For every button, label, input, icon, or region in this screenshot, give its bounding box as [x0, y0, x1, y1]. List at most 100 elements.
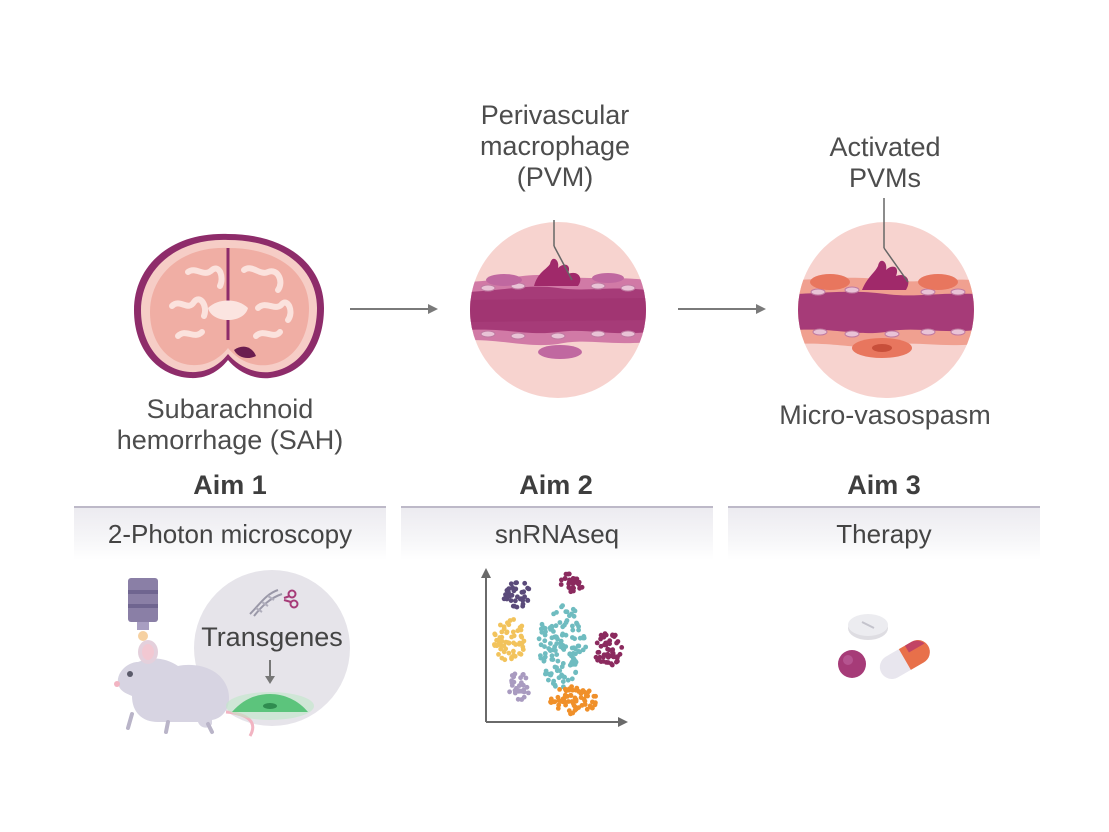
- cluster-dot: [559, 672, 564, 678]
- cluster-dot: [570, 585, 576, 590]
- cluster-dot: [605, 646, 610, 652]
- aim1-method: 2-Photon microscopy: [107, 519, 353, 549]
- cluster-dot: [608, 661, 614, 666]
- cluster-dot: [503, 646, 509, 652]
- cluster-dot: [552, 644, 558, 650]
- cluster-dot: [546, 677, 551, 683]
- pvm-label-line2: macrophage: [479, 131, 631, 161]
- cluster-dot: [523, 675, 529, 681]
- cluster-dot: [510, 629, 516, 635]
- cluster-dot: [536, 636, 542, 642]
- pvm-label-line3: (PVM): [516, 162, 594, 192]
- cluster-dot: [603, 632, 609, 638]
- cluster-dot: [570, 606, 576, 612]
- cluster-dot: [594, 640, 600, 646]
- cluster-dot: [525, 585, 530, 591]
- cluster-dot: [562, 576, 568, 581]
- cluster-dot: [559, 604, 564, 610]
- cluster-dot: [521, 589, 527, 595]
- cluster-dot: [570, 687, 575, 693]
- cluster-dot: [598, 632, 604, 638]
- pills-icon: [838, 614, 930, 679]
- cluster-dot: [512, 653, 518, 659]
- activated-pvms-label: Activated PVMs: [780, 132, 990, 194]
- cluster-dot: [583, 644, 589, 650]
- cluster-dot: [496, 652, 501, 657]
- cluster-dot: [573, 706, 579, 712]
- cluster-dot: [508, 581, 514, 587]
- cluster-dot: [590, 699, 595, 705]
- cluster-dot: [526, 690, 531, 696]
- cluster-dot: [509, 634, 514, 640]
- cluster-dot: [498, 622, 503, 628]
- cluster-dot: [573, 669, 579, 675]
- cluster-dot: [548, 641, 553, 646]
- brain-section-icon: [134, 233, 324, 379]
- cluster-dot: [570, 623, 575, 629]
- cluster-dot: [605, 640, 610, 646]
- cluster-dot: [512, 603, 517, 609]
- cluster-dot: [565, 677, 571, 683]
- sah-label: Subarachnoid hemorrhage (SAH): [90, 394, 370, 456]
- cluster-dot: [511, 679, 517, 685]
- cluster-dot: [559, 577, 564, 583]
- cluster-dot: [542, 654, 548, 660]
- cluster-dot: [541, 658, 547, 664]
- cluster-dot: [577, 585, 582, 591]
- cluster-dot: [492, 642, 497, 647]
- cluster-dot: [569, 676, 575, 682]
- cluster-dot: [578, 695, 584, 700]
- cluster-dot: [509, 592, 515, 598]
- cluster-dot: [585, 690, 591, 695]
- cluster-dot: [558, 638, 564, 644]
- cluster-dot: [562, 686, 568, 692]
- cluster-dot: [538, 642, 544, 648]
- activated-vessel-icon: [798, 198, 974, 398]
- cluster-dot: [560, 643, 566, 648]
- cluster-dot: [560, 661, 566, 666]
- cluster-dot: [571, 703, 577, 708]
- cluster-dot: [584, 706, 590, 712]
- cluster-dot: [538, 653, 543, 658]
- cluster-dot: [541, 625, 547, 631]
- cluster-dot: [517, 651, 522, 656]
- cluster-dot: [614, 659, 619, 665]
- cluster-dot: [553, 623, 559, 629]
- cluster-dot: [611, 654, 617, 660]
- cluster-dot: [572, 636, 577, 642]
- cluster-dot: [619, 645, 625, 650]
- cluster-dot: [492, 631, 498, 637]
- cluster-dot: [563, 571, 569, 577]
- cluster-dot: [577, 649, 583, 655]
- cluster-dot: [605, 651, 611, 657]
- cluster-dot: [550, 657, 556, 662]
- cluster-dot: [499, 629, 505, 635]
- cluster-dot: [539, 629, 545, 635]
- cluster-dot: [567, 577, 572, 583]
- cluster-dot: [576, 581, 581, 587]
- cluster-dot: [569, 645, 575, 651]
- cluster-dot: [557, 687, 562, 692]
- cluster-dot: [506, 622, 512, 628]
- cluster-dot: [542, 651, 548, 656]
- cluster-dot: [593, 693, 598, 699]
- aim2-method: snRNAseq: [494, 519, 620, 549]
- cluster-dot: [499, 634, 505, 640]
- cluster-dot: [554, 652, 560, 657]
- cluster-dot: [560, 624, 566, 630]
- aim3-method: Therapy: [836, 519, 932, 549]
- cluster-dot: [575, 643, 581, 649]
- cluster-dot: [570, 710, 576, 716]
- cluster-dot: [565, 694, 570, 699]
- aim3-method-band: Therapy: [728, 506, 1040, 560]
- cluster-dot: [513, 598, 518, 604]
- cluster-dot: [573, 697, 579, 703]
- cluster-dot: [615, 639, 621, 644]
- cluster-dot: [595, 650, 601, 655]
- cluster-dot: [547, 648, 553, 653]
- cluster-dot: [506, 650, 512, 656]
- cluster-dot: [567, 651, 573, 657]
- cluster-dot: [543, 629, 548, 635]
- cluster-dot: [598, 636, 603, 642]
- mouse-icon: [114, 640, 255, 737]
